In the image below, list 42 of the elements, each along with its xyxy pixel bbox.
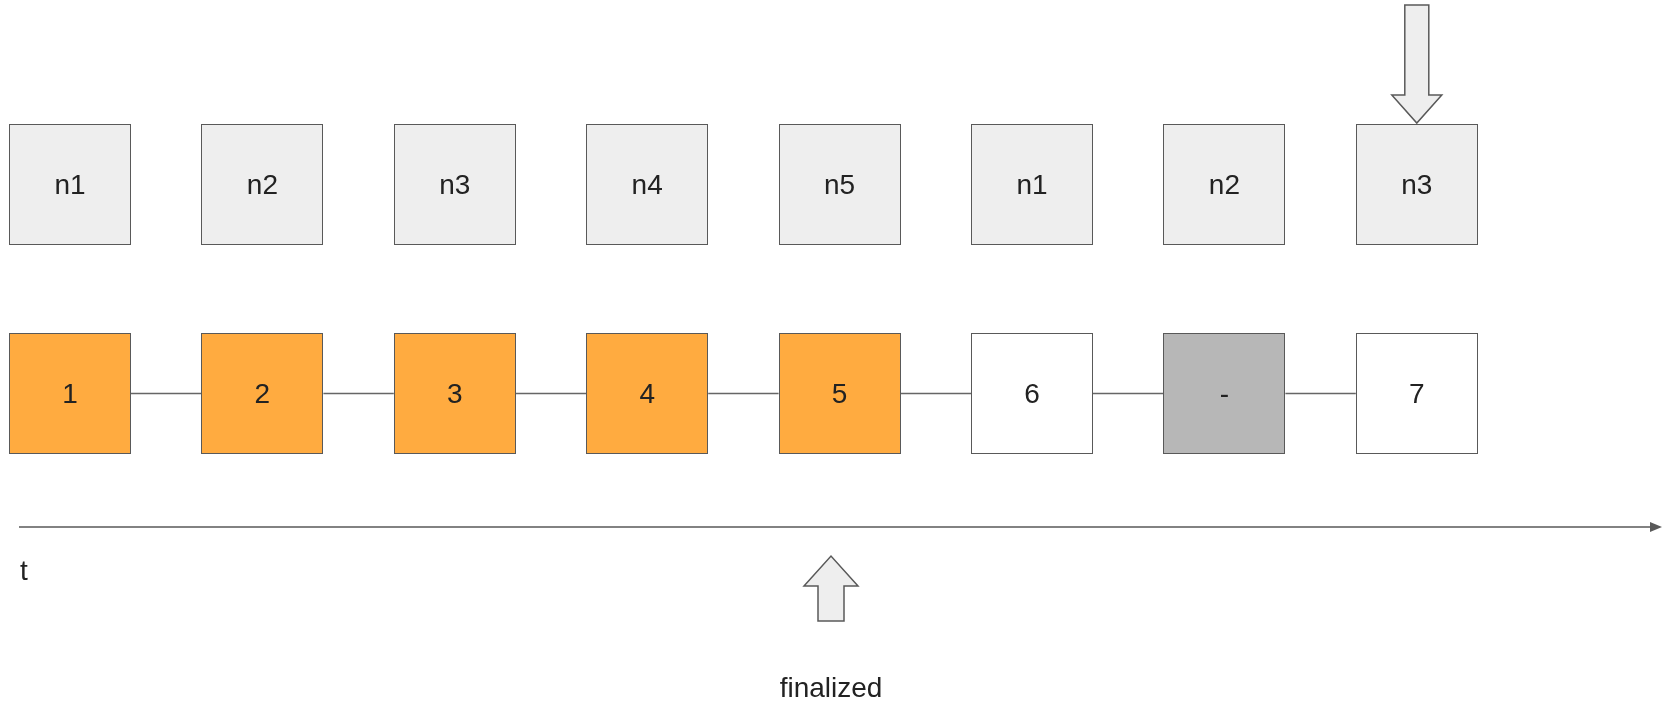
axis-label: t <box>20 555 28 587</box>
box-label: 3 <box>447 377 463 410</box>
box-label: n2 <box>246 168 278 201</box>
block-box <box>1163 333 1286 454</box>
box-label: 6 <box>1024 377 1040 410</box>
box-label: n1 <box>54 168 86 201</box>
box-label: n1 <box>1016 168 1048 201</box>
block-box <box>201 333 324 454</box>
block-box <box>778 333 901 454</box>
node-box <box>971 124 1093 245</box>
marker-label: finalized <box>779 672 883 704</box>
box-label: 4 <box>639 377 655 410</box>
box-label: 2 <box>254 377 271 410</box>
block-box <box>9 333 131 454</box>
connector-line <box>707 392 780 395</box>
block-box <box>971 333 1093 454</box>
node-box <box>1163 124 1286 245</box>
node-box <box>1355 124 1478 245</box>
box-label: - <box>1219 377 1230 410</box>
block-box <box>1355 333 1478 454</box>
node-box <box>201 124 324 245</box>
connector-line <box>899 392 972 395</box>
connector-line <box>515 392 587 395</box>
box-label: n5 <box>824 168 856 201</box>
box-label: 1 <box>62 377 78 410</box>
box-label: n3 <box>439 168 471 201</box>
connector-line <box>1092 392 1165 395</box>
block-box <box>393 333 516 454</box>
box-label: n3 <box>1401 168 1433 201</box>
node-box <box>586 124 709 245</box>
box-label: n4 <box>631 168 663 201</box>
box-label: 7 <box>1409 377 1425 410</box>
connector-line <box>1284 392 1357 395</box>
box-label: 5 <box>831 377 848 410</box>
node-box <box>9 124 131 245</box>
box-label: n2 <box>1208 168 1240 201</box>
connector-line <box>322 392 395 395</box>
block-box <box>586 333 709 454</box>
node-box <box>778 124 901 245</box>
connector-line <box>130 392 203 395</box>
node-box <box>393 124 516 245</box>
pointer-arrow <box>1390 4 1444 125</box>
